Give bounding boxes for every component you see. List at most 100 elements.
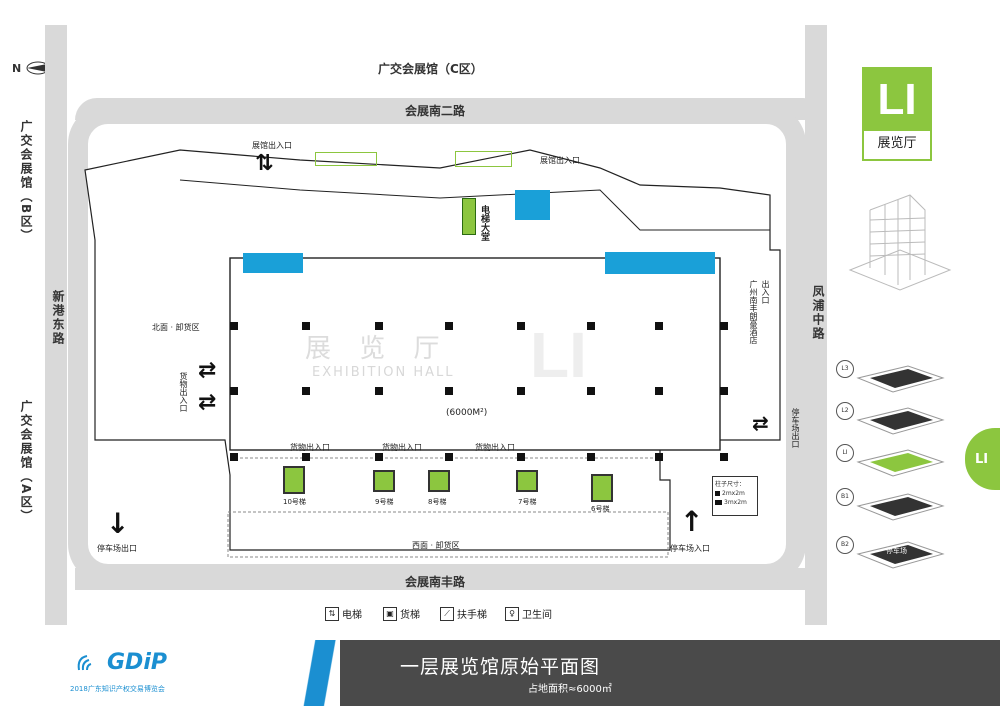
arrow-up-down-icon: ⇅ [255, 151, 274, 176]
hall-watermark-cn: 展 览 厅 [305, 334, 450, 364]
cargo-lift-9 [373, 470, 395, 492]
legend-cargo-lift: ▣货梯 [383, 606, 420, 621]
floor-card-label: B2 [836, 536, 854, 554]
cargo-gate-3: 货物出入口 [475, 443, 515, 452]
pillar [230, 387, 238, 395]
elevator-lobby-shaft [462, 198, 476, 235]
floor-card[interactable]: L3 [836, 358, 945, 398]
road-right [805, 25, 827, 625]
pillar-large-label: 3mx2m [724, 499, 747, 506]
floor-card[interactable]: L2 [836, 400, 945, 440]
cargo-gate-1: 货物出入口 [290, 443, 330, 452]
hall-watermark-en: EXHIBITION HALL [312, 365, 455, 380]
hall-area: (6000M²) [446, 408, 488, 418]
parking-exit-left: 停车场出口 [97, 544, 137, 553]
cargo-lift-10-label: 10号梯 [283, 498, 306, 506]
pillar [230, 453, 238, 461]
cargo-lift-8-label: 8号梯 [428, 498, 447, 506]
pillar [655, 322, 663, 330]
pillar [655, 387, 663, 395]
gdip-logo-subtitle: 2018广东知识产权交易博览会 [70, 685, 165, 693]
label-road-bottom: 会展南丰路 [405, 575, 466, 589]
pillar [655, 453, 663, 461]
pillar [720, 387, 728, 395]
cargo-lift-icon: ▣ [383, 606, 397, 621]
escalator-top-right [455, 151, 512, 167]
label-building-c: 广交会展馆（C区） [378, 62, 483, 76]
escalator-hall-label: 电梯大堂 [479, 205, 489, 241]
legend-toilet: ♀卫生间 [505, 606, 552, 621]
pillar [587, 453, 595, 461]
legend-elevator: ⇅电梯 [325, 606, 362, 621]
label-building-a: 广交会展馆（A区） [19, 400, 33, 524]
floor-badge-code: LI [864, 69, 930, 131]
footer-area: 占地面积≈6000㎡ [528, 684, 612, 695]
floor-card-label: LI [836, 444, 854, 462]
arrow-left-right-icon: ⇄ [198, 358, 217, 383]
footer-title: 一层展览馆原始平面图 [400, 656, 601, 678]
pillar [720, 453, 728, 461]
pillar-large-swatch [715, 500, 722, 505]
road-ring [68, 104, 806, 584]
pillar [445, 322, 453, 330]
floor-card-label: L3 [836, 360, 854, 378]
gate-top-right: 展馆出入口 [540, 156, 580, 165]
elevator-icon: ⇅ [325, 606, 339, 621]
building-sketch-illustration [848, 194, 952, 291]
road-left [45, 25, 67, 625]
toilet-icon: ♀ [505, 606, 519, 621]
cargo-lift-6-label: 6号梯 [591, 505, 610, 513]
floor-card-label: L2 [836, 402, 854, 420]
pillar [302, 322, 310, 330]
building-outline [84, 149, 781, 558]
pillar [302, 453, 310, 461]
escalator-icon: ⟋ [440, 606, 454, 621]
cargo-lift-9-label: 9号梯 [375, 498, 394, 506]
cargo-side-label: 货物出入口 [179, 372, 188, 412]
cargo-lift-6 [591, 474, 613, 502]
pillar [720, 322, 728, 330]
pillar-small-swatch [715, 491, 720, 496]
floor-badge: LI 展览厅 [862, 67, 932, 161]
legend-escalator: ⟋扶手梯 [440, 606, 487, 621]
cargo-lift-7-label: 7号梯 [518, 498, 537, 506]
floor-card[interactable]: B1 [836, 486, 945, 526]
pillar [587, 387, 595, 395]
cargo-lift-8 [428, 470, 450, 492]
floor-card-label: B1 [836, 488, 854, 506]
arrow-up-icon: ↑ [680, 505, 704, 538]
pillar [517, 322, 525, 330]
label-building-b: 广交会展馆（B区） [19, 120, 33, 244]
label-road-right: 凤浦中路 [811, 285, 825, 341]
west-loading-label: 西面 · 卸货区 [412, 541, 460, 550]
pillar-small-label: 2mx2m [722, 490, 745, 497]
floor-badge-name: 展览厅 [877, 136, 917, 151]
pillar [517, 387, 525, 395]
label-road-left: 新港东路 [51, 290, 65, 346]
cargo-lift-10 [283, 466, 305, 494]
pillar [587, 322, 595, 330]
gdip-logo-text: GDiP [107, 650, 167, 675]
parking-exit-right: 停车场出口 [791, 408, 800, 448]
cargo-lift-7 [516, 470, 538, 492]
pillar [375, 453, 383, 461]
pillar [230, 322, 238, 330]
arrow-left-icon: ⇄ [752, 411, 769, 435]
gate-top-left: 展馆出入口 [252, 141, 292, 150]
floor-card[interactable]: B2 停车场 [836, 534, 945, 574]
floor-card[interactable]: LI [836, 442, 945, 482]
hotel-gate-label: 出入口 [761, 280, 770, 304]
toilet-area-left [243, 253, 303, 273]
parking-entry: 停车场入口 [670, 544, 710, 553]
pillar [445, 387, 453, 395]
pillar [375, 387, 383, 395]
pillar [302, 387, 310, 395]
toilet-area-center [515, 190, 550, 220]
gdip-logo: GDiP [75, 650, 167, 675]
floor-b2-parking-label: 停车场 [886, 547, 907, 555]
pillar-size-title: 柱子尺寸： [715, 481, 746, 488]
pillar-size-legend: 柱子尺寸： 2mx2m 3mx2m [712, 476, 758, 516]
cargo-gate-2: 货物出入口 [382, 443, 422, 452]
hotel-label: 广州南丰朗豪酒店 [749, 280, 758, 344]
pillar [517, 453, 525, 461]
